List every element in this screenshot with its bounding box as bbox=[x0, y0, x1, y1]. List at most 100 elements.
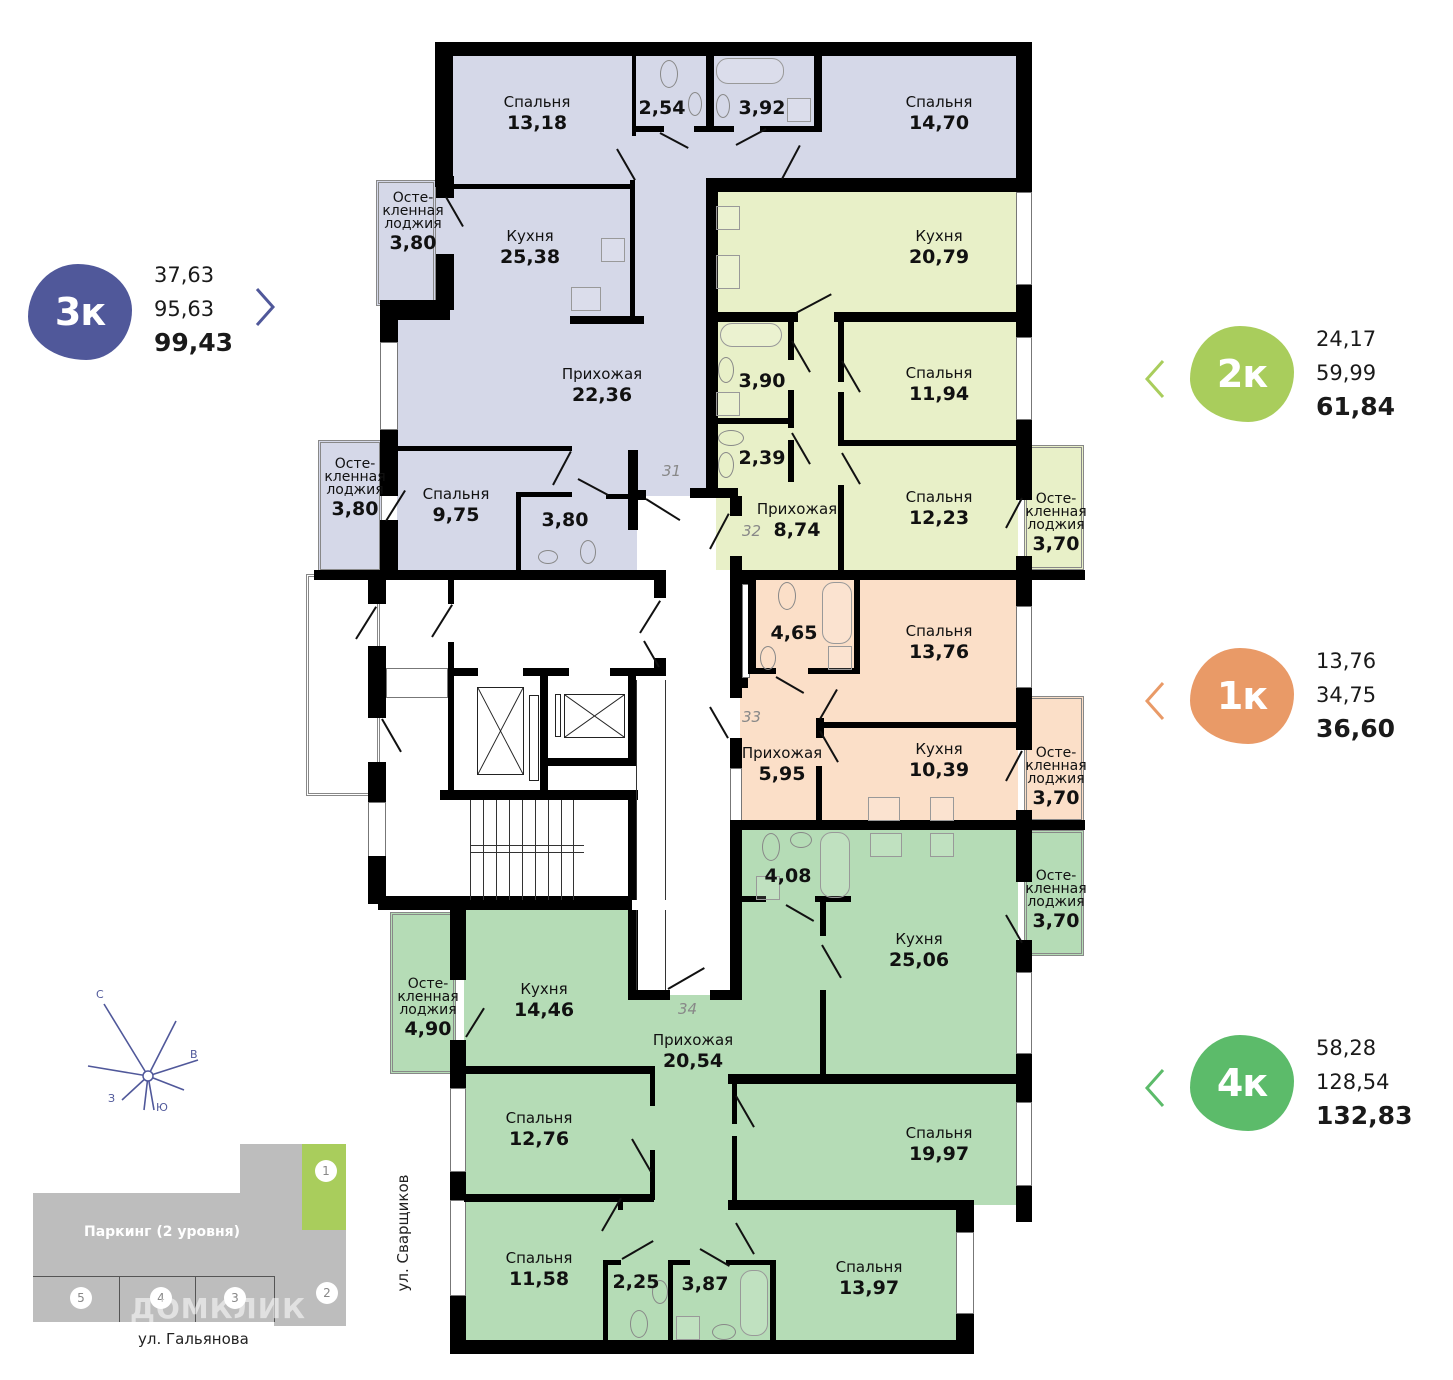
room-bathroom[interactable]: 3,90 bbox=[738, 370, 786, 392]
shower-drain-icon bbox=[787, 98, 811, 122]
elevator-icon bbox=[564, 694, 625, 738]
loggia bbox=[390, 912, 456, 1074]
sink-icon bbox=[688, 92, 702, 116]
apartment-area: 59,99 bbox=[1316, 361, 1377, 385]
toilet-icon bbox=[762, 833, 780, 861]
room-wc[interactable]: 2,39 bbox=[738, 447, 786, 469]
stove-icon bbox=[930, 833, 954, 857]
area-values-1k: 13,76 34,75 36,60 bbox=[1316, 644, 1395, 746]
section-number: 1 bbox=[315, 1160, 337, 1182]
shower-drain-icon bbox=[716, 392, 740, 416]
legend-2k[interactable]: 2к 24,17 59,99 61,84 bbox=[1142, 326, 1422, 426]
sink-icon bbox=[716, 255, 740, 289]
watermark: ДОМКЛИК bbox=[130, 1292, 307, 1325]
sink-icon bbox=[790, 832, 812, 848]
chevron-left-icon[interactable] bbox=[1144, 358, 1166, 407]
toilet-icon bbox=[718, 430, 744, 446]
room-bathroom[interactable]: 3,92 bbox=[738, 97, 786, 119]
toilet-icon bbox=[580, 540, 596, 564]
area-values-4k: 58,28 128,54 132,83 bbox=[1316, 1031, 1412, 1133]
section-1[interactable] bbox=[302, 1144, 346, 1230]
total-area: 36,60 bbox=[1316, 714, 1396, 743]
sink-icon bbox=[712, 1324, 736, 1340]
street-label-right: ул. Сварщиков bbox=[394, 1174, 412, 1292]
elevator-icon bbox=[477, 687, 524, 775]
room-bathroom[interactable]: 4,65 bbox=[770, 622, 818, 644]
total-area: 132,83 bbox=[1316, 1101, 1413, 1130]
legend-1k[interactable]: 1к 13,76 34,75 36,60 bbox=[1142, 648, 1422, 748]
section-number: 5 bbox=[70, 1287, 92, 1309]
compass-rose: С В З Ю bbox=[80, 984, 210, 1114]
legend-4k[interactable]: 4к 58,28 128,54 132,83 bbox=[1142, 1035, 1432, 1135]
toilet-icon bbox=[660, 60, 678, 88]
sink-icon bbox=[718, 357, 734, 383]
loggia bbox=[1024, 830, 1084, 956]
sink-icon bbox=[716, 94, 730, 118]
room-wc[interactable]: 2,25 bbox=[612, 1271, 660, 1293]
stove-icon bbox=[930, 797, 954, 821]
sink-icon bbox=[870, 833, 902, 857]
shower-drain-icon bbox=[828, 646, 852, 670]
chevron-right-icon[interactable] bbox=[254, 286, 276, 335]
parking-block[interactable] bbox=[33, 1193, 303, 1279]
section-2[interactable] bbox=[274, 1230, 346, 1326]
apartment-area: 34,75 bbox=[1316, 683, 1377, 707]
sink-icon bbox=[571, 287, 601, 311]
apartment-area: 128,54 bbox=[1316, 1070, 1390, 1094]
room-bathroom[interactable]: 3,87 bbox=[681, 1273, 729, 1295]
living-area: 37,63 bbox=[154, 263, 215, 287]
total-area: 61,84 bbox=[1316, 392, 1396, 421]
room-bathroom[interactable]: 4,08 bbox=[764, 865, 812, 887]
room-wc[interactable]: 2,54 bbox=[638, 97, 686, 119]
compass-icon: С В З Ю bbox=[87, 988, 199, 1114]
living-area: 24,17 bbox=[1316, 327, 1377, 351]
svg-text:С: С bbox=[96, 988, 104, 1001]
room-type-badge-4k: 4к bbox=[1190, 1035, 1294, 1131]
bathtub-icon bbox=[820, 832, 850, 898]
apartment-area: 95,63 bbox=[154, 297, 215, 321]
chevron-left-icon[interactable] bbox=[1144, 1067, 1166, 1116]
room-type-badge-2k: 2к bbox=[1190, 326, 1294, 422]
sink-icon bbox=[652, 1280, 668, 1304]
room-bathroom[interactable]: 3,80 bbox=[541, 509, 589, 531]
svg-text:В: В bbox=[190, 1048, 198, 1061]
room-type-badge-1k: 1к bbox=[1190, 648, 1294, 744]
living-area: 58,28 bbox=[1316, 1036, 1377, 1060]
chevron-left-icon[interactable] bbox=[1144, 680, 1166, 729]
parking-label: Паркинг (2 уровня) bbox=[84, 1224, 241, 1240]
loggia bbox=[376, 180, 436, 306]
bathtub-icon bbox=[720, 323, 782, 347]
bathtub-icon bbox=[716, 58, 784, 84]
stove-icon bbox=[716, 206, 740, 230]
section-number: 3 bbox=[224, 1287, 246, 1309]
loggia bbox=[1024, 696, 1084, 822]
legend-3k[interactable]: 3к 37,63 95,63 99,43 bbox=[28, 262, 288, 362]
sink-icon bbox=[760, 646, 776, 670]
